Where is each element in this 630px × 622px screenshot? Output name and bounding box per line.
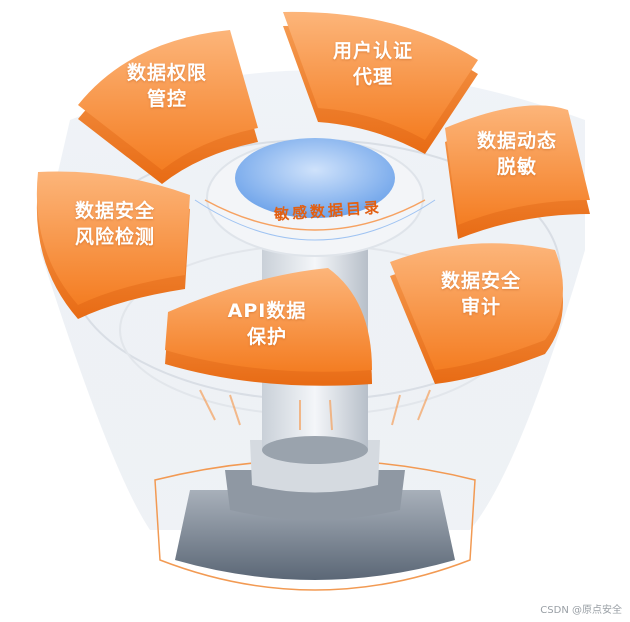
- segment-masking-line1: 数据动态: [432, 128, 602, 154]
- segment-risk-label: 数据安全 风险检测: [30, 198, 200, 250]
- segment-audit-line1: 数据安全: [396, 268, 566, 294]
- segment-permission-line2: 管控: [82, 86, 252, 112]
- segment-permission-label: 数据权限 管控: [82, 60, 252, 112]
- segment-audit-line2: 审计: [396, 294, 566, 320]
- segment-api-label: API数据 保护: [182, 298, 352, 350]
- segment-auth-line1: 用户认证: [288, 38, 458, 64]
- segment-auth-line2: 代理: [288, 64, 458, 90]
- segment-risk-line2: 风险检测: [30, 224, 200, 250]
- segment-audit-label: 数据安全 审计: [396, 268, 566, 320]
- segment-auth-label: 用户认证 代理: [288, 38, 458, 90]
- segment-permission-line1: 数据权限: [82, 60, 252, 86]
- segment-risk-line1: 数据安全: [30, 198, 200, 224]
- segment-api-line2: 保护: [182, 324, 352, 350]
- segment-masking-line2: 脱敏: [432, 154, 602, 180]
- segment-api-line1: API数据: [182, 298, 352, 324]
- watermark: CSDN @原点安全: [540, 601, 622, 616]
- segment-masking-label: 数据动态 脱敏: [432, 128, 602, 180]
